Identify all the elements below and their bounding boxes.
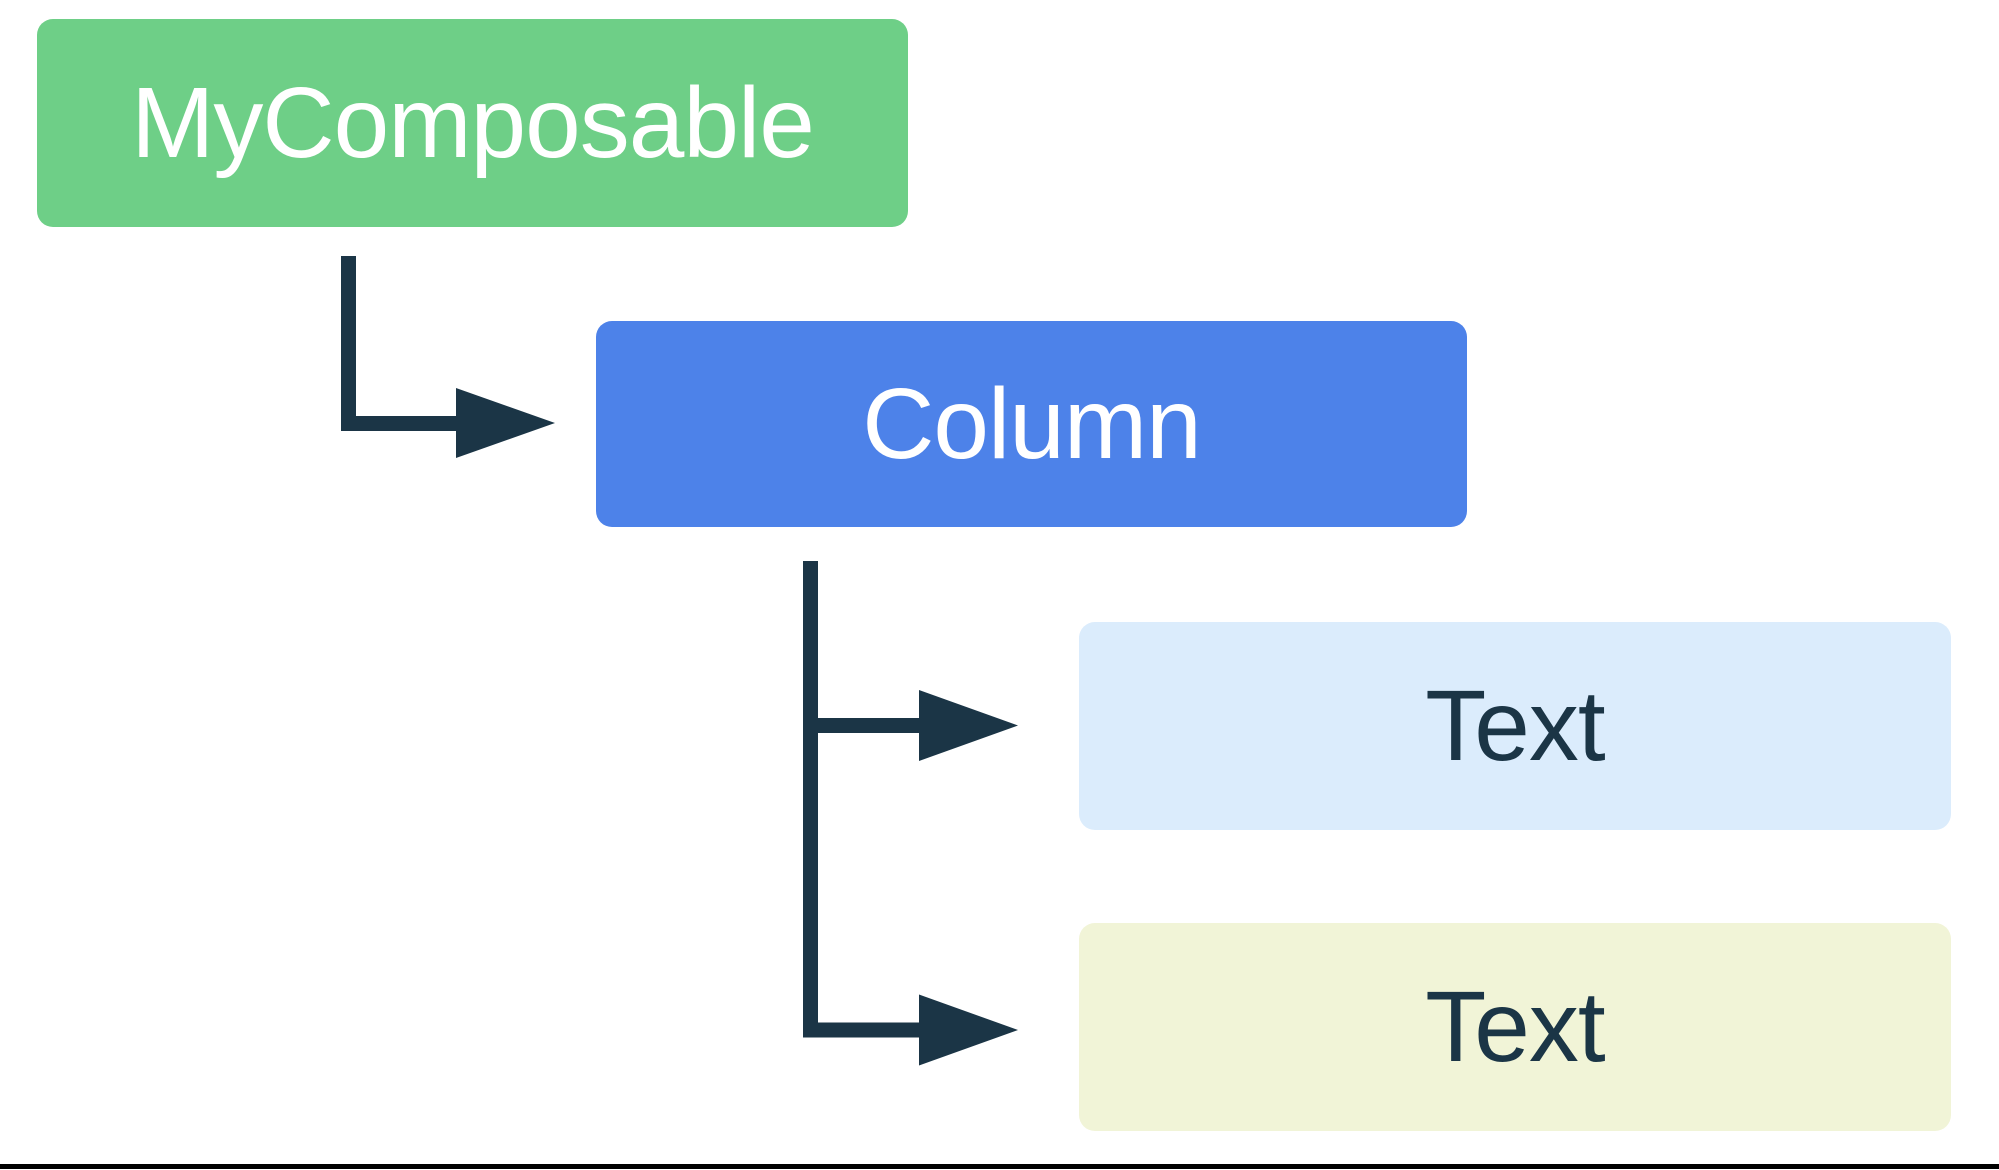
node-mycomposable: MyComposable: [37, 19, 908, 227]
edge-root-column-line: [341, 256, 456, 431]
node-text-1-label: Text: [1425, 669, 1605, 782]
edge-column-text2-arrowhead-icon: [919, 994, 1018, 1066]
node-column: Column: [596, 321, 1467, 527]
edge-root-column-arrowhead-icon: [456, 388, 555, 458]
edge-column-trunk-line: [803, 561, 919, 1038]
node-column-label: Column: [862, 367, 1202, 480]
edge-column-text1-arrowhead-icon: [919, 690, 1018, 761]
node-text-2-label: Text: [1425, 970, 1605, 1083]
node-mycomposable-label: MyComposable: [131, 66, 815, 179]
node-text-2: Text: [1079, 923, 1951, 1131]
bottom-border: [0, 1164, 1999, 1169]
node-text-1: Text: [1079, 622, 1951, 830]
